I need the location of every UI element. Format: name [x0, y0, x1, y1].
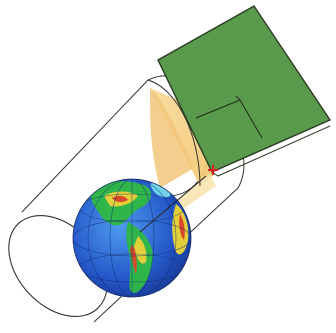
globe: [72, 175, 207, 298]
tangent-point-marker: [208, 165, 218, 175]
projection-plane: [157, 5, 332, 177]
